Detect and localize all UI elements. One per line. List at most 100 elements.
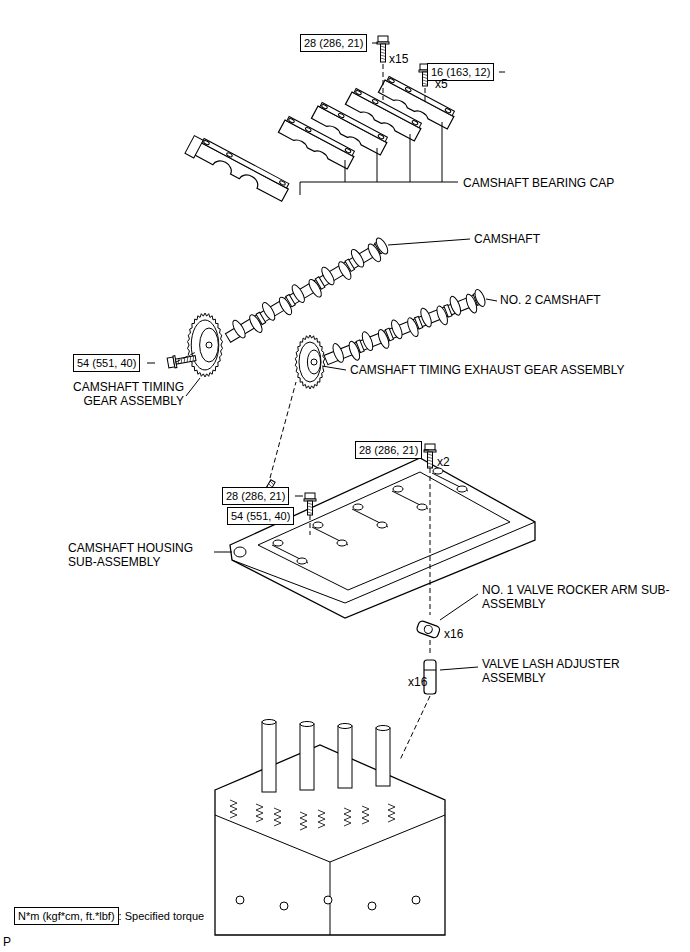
part-name: CAMSHAFT TIMING EXHAUST GEAR ASSEMBLY [350,363,625,377]
bolt [304,493,316,515]
bolt-hole [412,896,420,904]
bolt-shank [381,44,386,62]
bolt-hole [321,104,328,110]
bolt-thread [192,356,194,361]
camshaft [222,234,392,349]
camshaft [322,285,489,371]
journal [315,277,325,289]
valve-spring [344,808,351,826]
bolt-hole [345,148,352,154]
rocker-roller [423,624,433,634]
leader-line [499,72,505,73]
guide-line [270,382,296,478]
bolt-hole [236,896,244,904]
gear-teeth [187,313,222,377]
bolt-hole [338,113,345,119]
bolt-thread [269,481,274,485]
leader-line [424,450,429,451]
bolt-hole [405,87,412,93]
bolt-hole [226,152,233,158]
torque-value: 54 (551, 40) [231,510,290,522]
rocker-body [416,620,441,639]
leader-line [345,160,346,182]
cradle-bore [273,540,283,546]
bolt-thread [381,58,386,60]
valve-tube-top [262,720,276,725]
bolt-thread [381,49,386,51]
cap-top [202,139,289,188]
part-name: CAMSHAFT HOUSING SUB-ASSEMBLY [68,541,212,569]
bolt-thread [428,463,433,465]
torque-value: 54 (551, 40) [77,357,136,369]
cylinder-head [215,720,445,936]
cam-lobe [360,330,375,352]
valve-tube-top [300,722,314,727]
part-name: CAMSHAFT [474,232,540,246]
torque-value: 28 (286, 21) [226,490,285,502]
leader-line [322,366,346,370]
bolt-thread [180,358,182,363]
cam-lobe [389,319,404,341]
bolt-hole [355,90,362,96]
guide-line [383,64,384,100]
bolt-head [305,493,315,499]
head-deck [215,815,445,862]
leader-line [147,363,155,364]
gear-hub [307,350,320,374]
gear-teeth [295,335,324,389]
shaft-end [473,288,487,308]
housing-boss [234,547,246,557]
cam-lobe [448,295,463,317]
journal-cradle [432,473,468,491]
bearing-cap [185,134,291,204]
guide-line [430,640,431,655]
quantity-callout: x16 [408,675,427,689]
torque-value: 28 (286, 21) [359,444,418,456]
cam-lobe [349,248,366,269]
leader-line [410,134,411,182]
cradle-bore [377,522,387,528]
bolt-thread [381,52,386,54]
leader-line [295,496,303,497]
cradle-bore [337,540,347,546]
bolt [424,444,436,468]
bolt-thread [189,356,191,361]
bolt-thread [381,46,386,48]
bolt-thread [423,83,428,85]
housing-inner [258,472,510,590]
torque-value: 28 (286, 21) [304,37,363,49]
journal-cradle [272,545,308,563]
part-name: VALVE LASH ADJUSTER ASSEMBLY [482,657,680,685]
cradle-bore [457,486,467,492]
bolt-hole [445,108,452,114]
figure-code: P [3,935,11,949]
bolt-head [378,36,388,42]
quantity-callout: x16 [444,627,463,641]
bearing-cap [378,76,456,129]
journal [345,259,355,271]
bolt-hole [203,140,210,146]
cam-lobe [260,301,277,322]
valve-tube [376,728,390,786]
valve-spring [256,804,263,822]
cap-top [387,77,455,116]
cradle-bore [393,486,403,492]
bolt-hole [324,896,332,904]
bolt-hole [279,180,286,186]
bolt-thread [186,357,188,362]
valve-tube [262,722,276,792]
journal-cradle [352,509,388,527]
leader-line [186,378,200,396]
shaft-end [374,236,390,256]
torque-spec-box: 54 (551, 40) [73,354,140,372]
bolt-hole [280,902,288,910]
quantity-callout: x2 [437,455,450,469]
torque-spec-box: 54 (551, 40) [227,507,294,525]
bolt-shank [428,452,433,468]
leader-line [440,594,478,620]
head-outline [215,745,445,935]
cam-lobe [290,283,307,304]
gear-hub [200,328,219,362]
valve-spring [230,800,237,818]
